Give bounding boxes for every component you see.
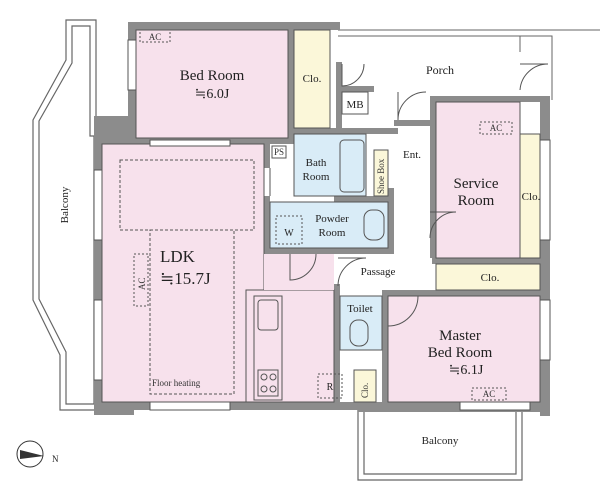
powder-area xyxy=(269,201,389,249)
washer-label: W xyxy=(284,228,294,239)
service-name-2: Room xyxy=(458,193,495,209)
ldk-area xyxy=(101,143,265,403)
west-balcony-label: Balcony xyxy=(59,186,71,223)
sink-basin xyxy=(363,209,385,241)
bedroom-name: Bed Room xyxy=(180,68,245,84)
ldk-ac-box xyxy=(133,253,149,307)
bedroom-ac-box xyxy=(139,29,171,43)
passage-label: Passage xyxy=(361,266,396,278)
service-area xyxy=(435,101,521,259)
bath-name-2: Room xyxy=(303,171,330,183)
south-balcony-label: Balcony xyxy=(422,435,459,447)
bedroom-area xyxy=(135,29,289,139)
ldk-name: LDK xyxy=(160,247,196,266)
washer-box xyxy=(275,215,303,245)
master-area xyxy=(387,295,541,403)
mb-label: MB xyxy=(346,99,363,111)
bath-area xyxy=(293,133,367,197)
bedroom-ac-label: AC xyxy=(149,32,162,42)
rooms xyxy=(101,29,541,403)
labels: Bed Room ≒6.0J Clo. AC Porch MB PS Bath … xyxy=(59,32,541,447)
master-ac-box xyxy=(471,387,507,401)
service-ac-label: AC xyxy=(490,123,503,133)
compass-ring xyxy=(16,440,44,468)
toilet-label: Toilet xyxy=(347,303,373,315)
service-closet-label: Clo. xyxy=(522,191,541,203)
bedroom-closet-label: Clo. xyxy=(303,73,322,85)
toilet-area xyxy=(339,295,383,351)
ps-label: PS xyxy=(274,147,284,157)
shoe-box xyxy=(373,149,389,197)
fridge-label: R xyxy=(327,382,334,393)
master-name-2: Bed Room xyxy=(428,345,493,361)
compass-arrow-icon xyxy=(20,450,44,459)
entrance-label: Ent. xyxy=(403,149,421,161)
fixtures xyxy=(119,29,513,401)
stove xyxy=(257,369,279,397)
master-small-closet xyxy=(353,369,377,403)
master-name-1: Master xyxy=(439,328,481,344)
floor-heating-label: Floor heating xyxy=(152,378,201,388)
ps-box xyxy=(271,145,287,159)
south-balcony xyxy=(357,408,523,481)
service-ac-box xyxy=(479,121,513,135)
bedroom-size: ≒6.0J xyxy=(195,87,230,102)
master-size: ≒6.1J xyxy=(449,363,484,378)
windows xyxy=(93,39,551,411)
master-small-closet-label: Clo. xyxy=(360,383,370,398)
bedroom-closet xyxy=(293,29,331,129)
shoe-box-label: Shoe Box xyxy=(376,158,386,194)
ldk-ac-label: AC xyxy=(137,277,147,290)
compass: N xyxy=(16,440,59,468)
service-name-1: Service xyxy=(454,176,499,192)
compass-north-label: N xyxy=(52,454,59,464)
ldk-kitchen-area xyxy=(245,289,335,403)
bathtub xyxy=(339,139,365,193)
master-ac-label: AC xyxy=(483,389,496,399)
top-right-porch-outline xyxy=(338,29,600,100)
sink xyxy=(257,299,279,331)
mb-box xyxy=(341,91,369,115)
bath-name-1: Bath xyxy=(306,157,327,169)
porch-label: Porch xyxy=(426,63,454,77)
powder-name-1: Powder xyxy=(315,213,349,225)
ldk-link-area xyxy=(264,254,334,290)
ldk-dashed-b xyxy=(149,229,235,395)
master-closet-label: Clo. xyxy=(481,272,500,284)
door-swings xyxy=(269,63,549,327)
fridge-box xyxy=(317,373,343,399)
toilet-fixture xyxy=(349,319,369,347)
master-closet xyxy=(435,263,541,291)
powder-name-2: Room xyxy=(319,227,346,239)
west-balcony xyxy=(32,19,101,411)
ldk-size: ≒15.7J xyxy=(160,269,211,288)
kitchen-counter xyxy=(253,295,283,401)
